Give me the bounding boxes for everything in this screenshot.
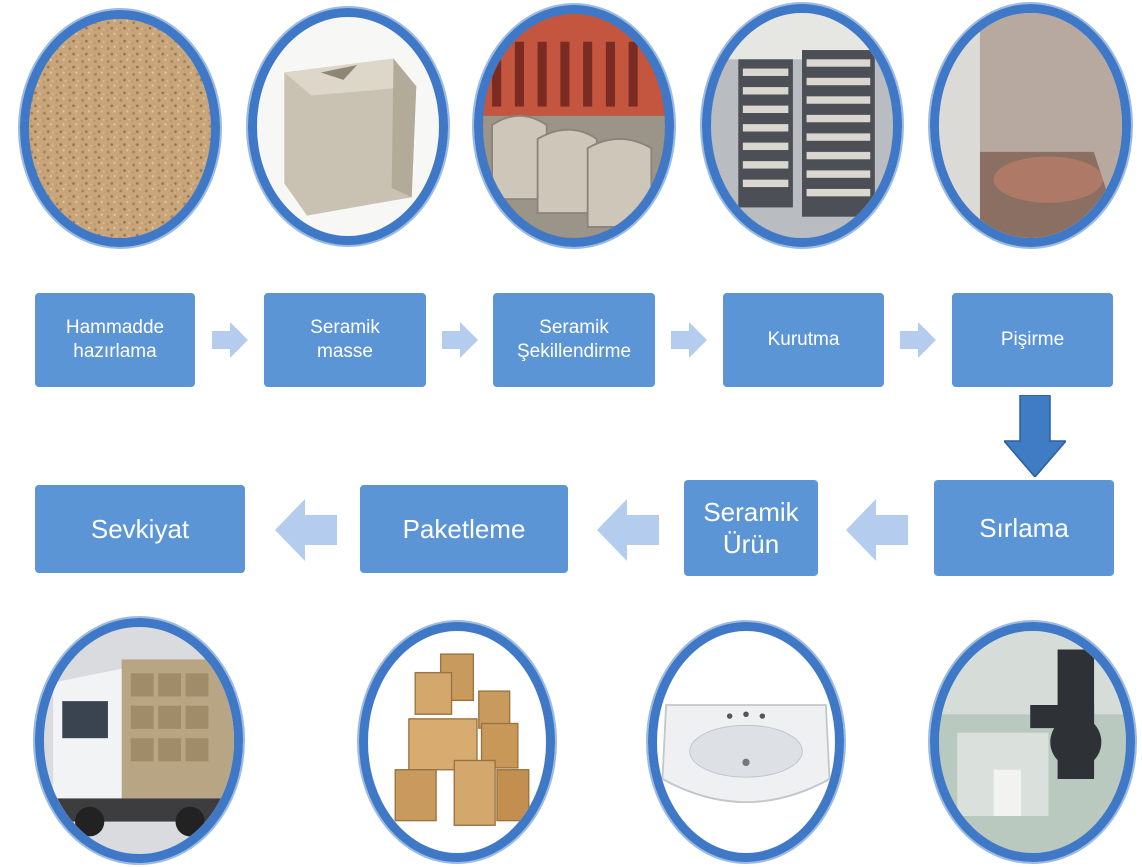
step-hammadde-hazirlama: Hammadde hazırlama <box>35 293 195 387</box>
boxes-image <box>359 622 555 862</box>
step-label: Hammadde hazırlama <box>65 317 165 362</box>
arrow-left-icon <box>597 499 659 561</box>
step-kurutma: Kurutma <box>723 293 884 387</box>
step-seramik-masse: Seramik masse <box>264 293 426 387</box>
step-label: Sırlama <box>979 512 1069 543</box>
clay-block-image <box>248 8 448 245</box>
robot-glazing-image <box>930 622 1135 862</box>
arrow-left-icon <box>275 499 337 561</box>
step-paketleme: Paketleme <box>360 485 568 573</box>
arrow-right-icon <box>900 322 936 358</box>
kiln-image <box>930 4 1131 247</box>
step-label: Sevkiyat <box>90 513 190 544</box>
step-sevkiyat: Sevkiyat <box>35 485 245 573</box>
step-seramik-sekillendirme: Seramik Şekillendirme <box>493 293 655 387</box>
molding-image <box>474 5 674 247</box>
sink-image <box>648 622 844 862</box>
arrow-right-icon <box>212 322 248 358</box>
arrow-right-icon <box>442 322 478 358</box>
drying-racks-image <box>702 4 902 247</box>
step-label: Paketleme <box>402 513 526 544</box>
step-label: Seramik masse <box>310 317 380 362</box>
step-seramik-urun: Seramik Ürün <box>684 480 818 576</box>
truck-image <box>35 618 243 863</box>
step-label: Pişirme <box>1000 329 1065 351</box>
step-label: Kurutma <box>767 329 840 351</box>
arrow-right-icon <box>671 322 707 358</box>
arrow-down-icon <box>1004 395 1066 477</box>
step-label: Seramik Şekillendirme <box>516 317 632 362</box>
step-pisirme: Pişirme <box>952 293 1113 387</box>
step-sirlama: Sırlama <box>934 480 1114 576</box>
arrow-left-icon <box>846 499 908 561</box>
sand-image <box>20 10 220 247</box>
step-label: Seramik Ürün <box>703 496 799 560</box>
